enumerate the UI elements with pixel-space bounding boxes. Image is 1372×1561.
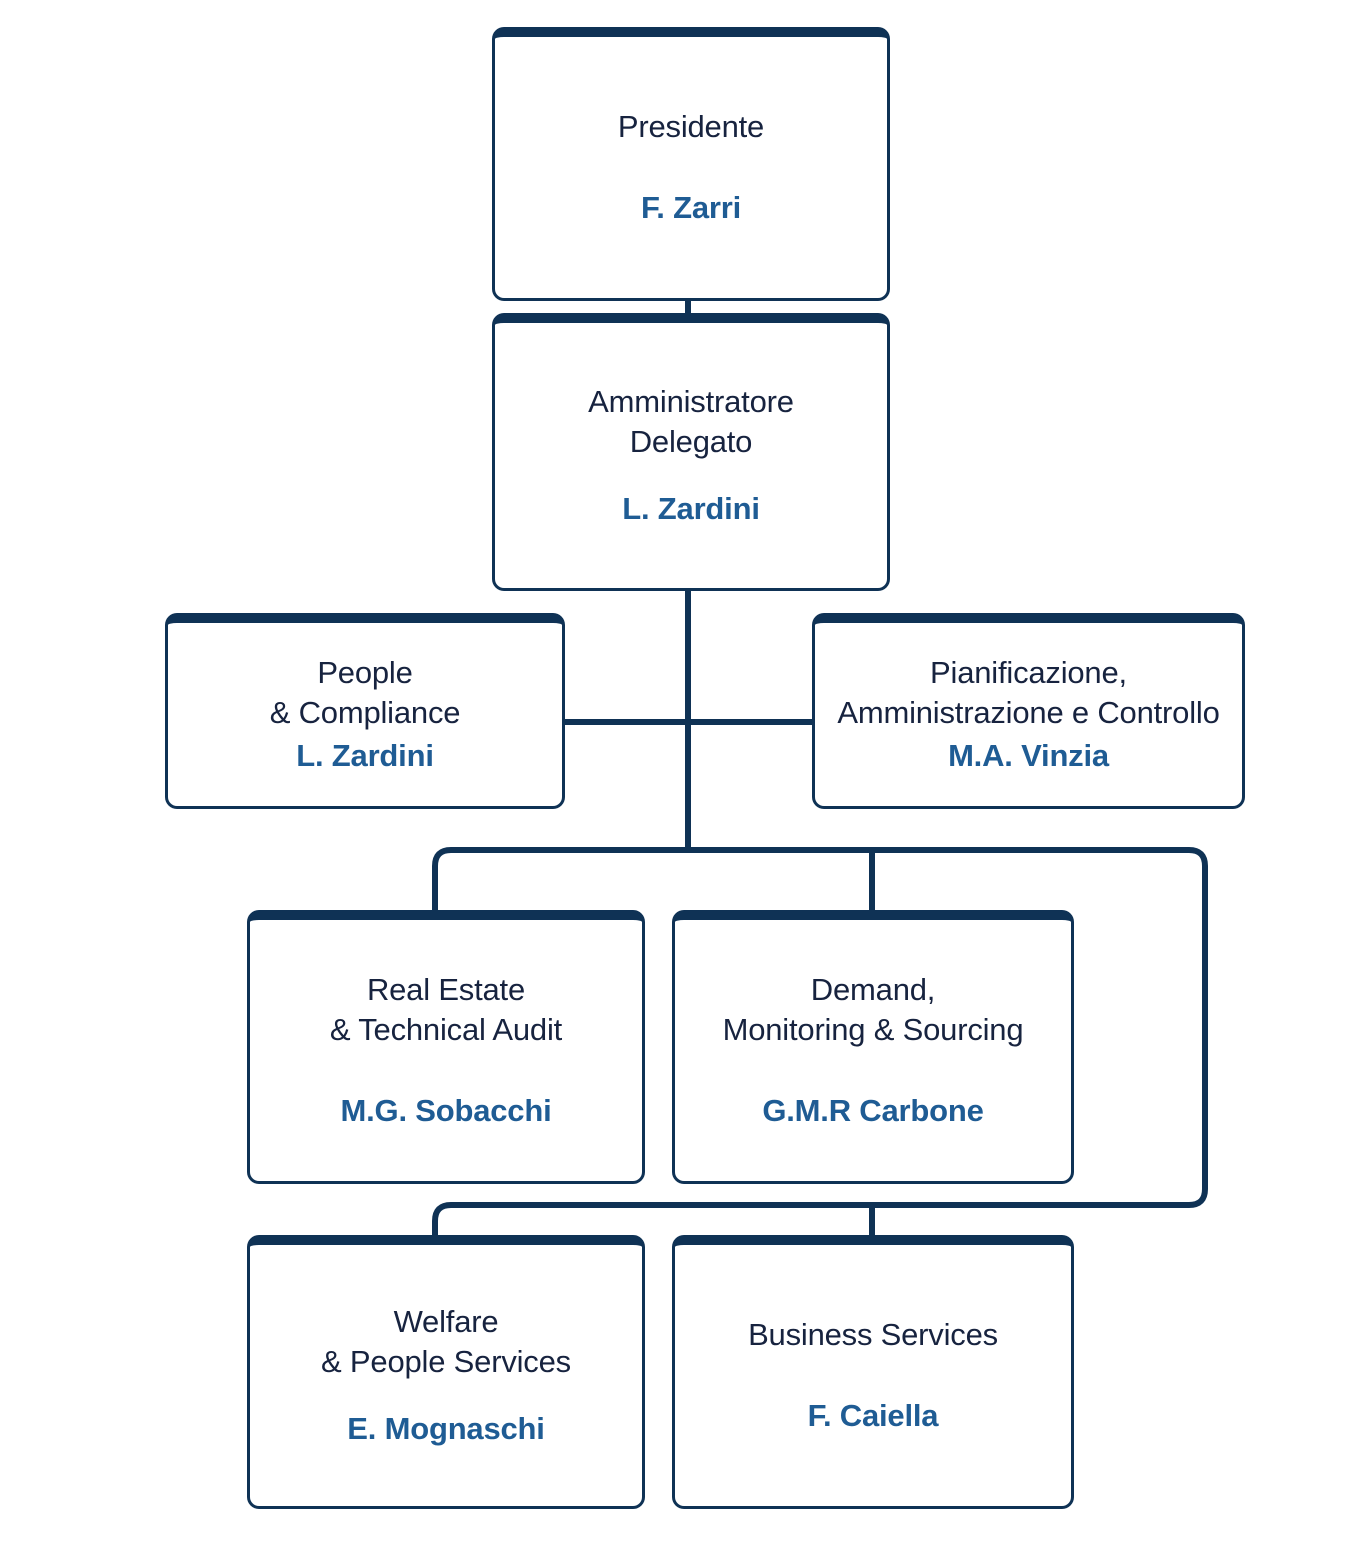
- node-person: F. Zarri: [640, 189, 742, 225]
- node-people-compliance[interactable]: People & Compliance L. Zardini: [165, 613, 565, 809]
- node-welfare-people-services[interactable]: Welfare & People Services E. Mognaschi: [247, 1235, 645, 1509]
- edge-level4-bus: [432, 847, 1208, 1235]
- node-person: M.A. Vinzia: [948, 737, 1109, 773]
- node-demand-monitoring-sourcing[interactable]: Demand, Monitoring & Sourcing G.M.R Carb…: [672, 910, 1074, 1184]
- node-person: L. Zardini: [622, 490, 760, 526]
- node-real-estate-technical-audit[interactable]: Real Estate & Technical Audit M.G. Sobac…: [247, 910, 645, 1184]
- node-title: Real Estate & Technical Audit: [329, 972, 563, 1048]
- node-person: E. Mognaschi: [347, 1410, 545, 1446]
- node-title: Business Services: [748, 1317, 998, 1353]
- node-title: Pianificazione, Amministrazione e Contro…: [837, 655, 1220, 731]
- node-person: G.M.R Carbone: [762, 1092, 984, 1128]
- node-person: F. Caiella: [807, 1397, 939, 1433]
- node-pianificazione-amministrazione-controllo[interactable]: Pianificazione, Amministrazione e Contro…: [812, 613, 1245, 809]
- node-person: M.G. Sobacchi: [340, 1092, 552, 1128]
- node-title: Amministratore Delegato: [588, 384, 794, 460]
- node-title: Demand, Monitoring & Sourcing: [722, 972, 1024, 1048]
- node-title: Welfare & People Services: [321, 1304, 571, 1380]
- node-title: People & Compliance: [269, 655, 461, 731]
- node-person: L. Zardini: [296, 737, 434, 773]
- node-amministratore-delegato[interactable]: Amministratore Delegato L. Zardini: [492, 313, 890, 591]
- node-presidente[interactable]: Presidente F. Zarri: [492, 27, 890, 301]
- node-business-services[interactable]: Business Services F. Caiella: [672, 1235, 1074, 1509]
- node-title: Presidente: [617, 109, 765, 145]
